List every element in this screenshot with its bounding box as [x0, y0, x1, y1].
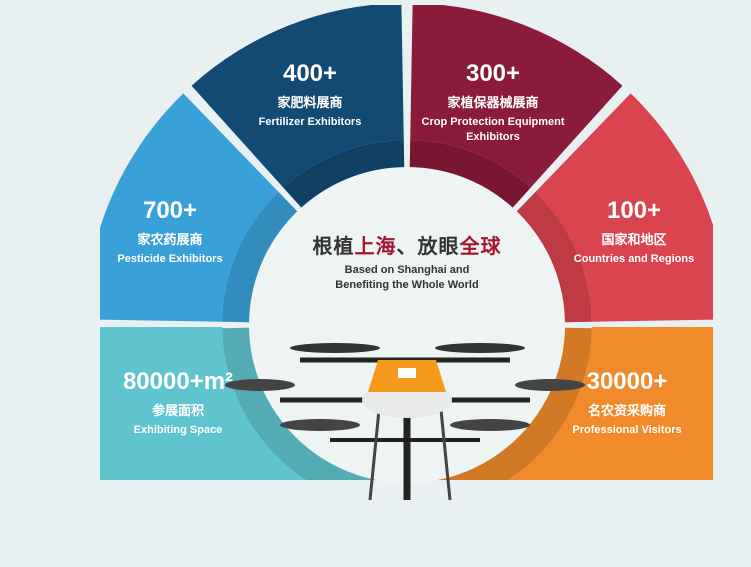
crop-inner-band [409, 140, 531, 214]
center-circle [249, 167, 565, 483]
segment-countries: 100+ 国家和地区 Countries and Regions [534, 197, 734, 267]
title-part: 全球 [459, 234, 502, 258]
fertilizer-wedge [191, 5, 404, 188]
crop-cn: 家植保器械展商 [447, 95, 539, 110]
visitors-cn: 名农资采购商 [587, 403, 666, 418]
crop-number: 300+ [465, 60, 521, 87]
space-en: Exhibiting Space [133, 424, 223, 436]
crop-wedge [410, 5, 623, 188]
fertilizer-cn: 家肥料展商 [277, 95, 343, 110]
segment-crop: 300+ 家植保器械展商 Crop Protection Equipment E… [393, 60, 593, 145]
pesticide-number: 700+ [142, 197, 198, 224]
pesticide-cn: 家农药展商 [137, 232, 203, 247]
segment-visitors: 30000+ 名农资采购商 Professional Visitors [527, 368, 727, 438]
pesticide-inner-band [222, 191, 303, 323]
visitors-wedge [508, 327, 713, 480]
space-number: 80000+m² [122, 368, 234, 395]
title-part: 、放眼 [396, 234, 460, 258]
drone-image [225, 343, 585, 501]
pesticide-wedge [100, 93, 279, 322]
countries-cn: 国家和地区 [601, 232, 667, 247]
segment-fertilizer: 400+ 家肥料展商 Fertilizer Exhibitors [210, 60, 410, 130]
countries-wedge [535, 93, 713, 322]
center-title: 根植上海、放眼全球 [287, 230, 527, 259]
fertilizer-inner-shade [283, 140, 405, 214]
fertilizer-en: Fertilizer Exhibitors [258, 116, 362, 128]
crop-inner-shade [409, 140, 531, 214]
pesticide-en: Pesticide Exhibitors [117, 253, 223, 265]
countries-inner-band [511, 191, 592, 323]
title-part: 根植 [312, 234, 355, 258]
space-cn: 参展面积 [151, 403, 204, 418]
subtitle-line1: Based on Shanghai and [344, 264, 470, 276]
subtitle-line2: Benefiting the Whole World [335, 279, 479, 291]
crop-en: Crop Protection Equipment Exhibitors [421, 116, 565, 143]
fertilizer-number: 400+ [282, 60, 338, 87]
fertilizer-inner-band [283, 140, 405, 214]
countries-number: 100+ [606, 197, 662, 224]
segment-space: 80000+m² 参展面积 Exhibiting Space [78, 368, 278, 438]
space-wedge [100, 327, 306, 480]
countries-en: Countries and Regions [573, 253, 695, 265]
countries-inner-shade [511, 191, 592, 323]
title-part: 上海 [354, 234, 397, 258]
visitors-number: 30000+ [586, 368, 668, 395]
pesticide-inner-shade [222, 191, 303, 323]
segment-pesticide: 700+ 家农药展商 Pesticide Exhibitors [70, 197, 270, 267]
visitors-en: Professional Visitors [572, 424, 682, 436]
